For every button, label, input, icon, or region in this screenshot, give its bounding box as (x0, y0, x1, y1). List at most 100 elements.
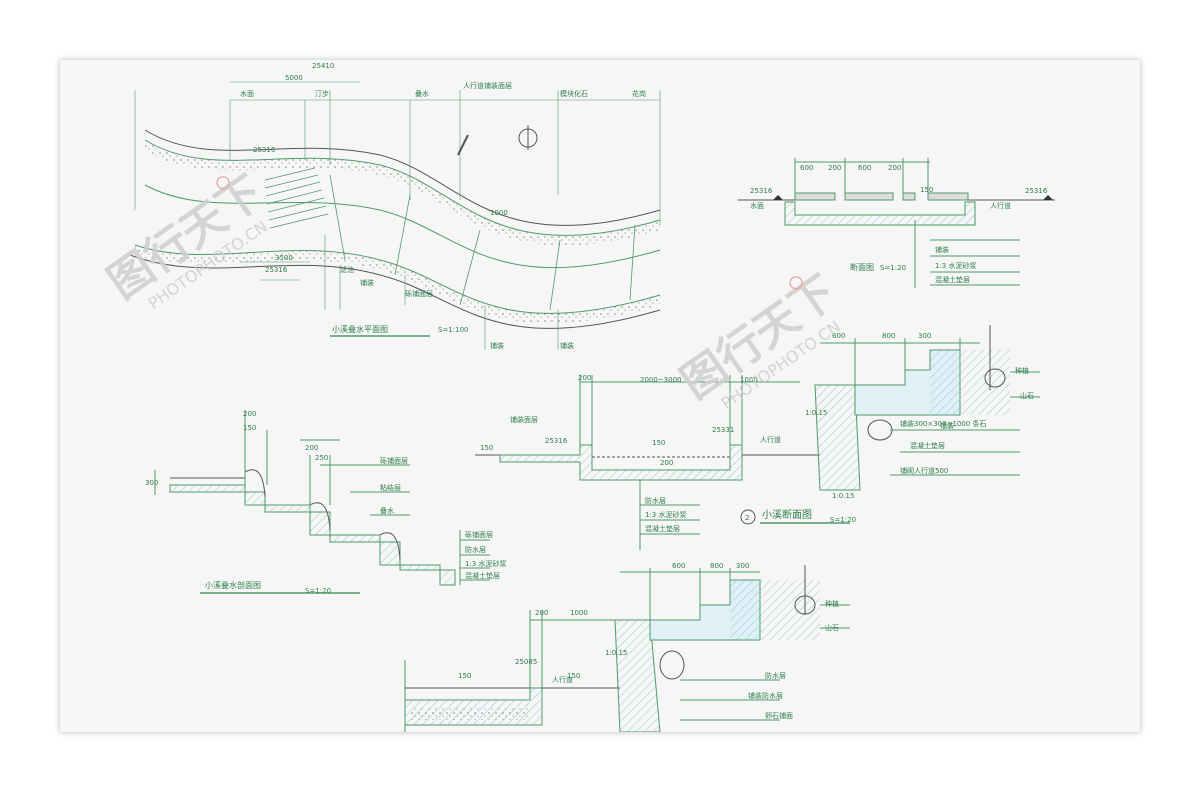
stream-label-9: 铺砌人行道500 (900, 466, 948, 475)
cascade-title: 小溪叠水剖面图 (205, 580, 261, 590)
watermark-seal-right (789, 276, 803, 290)
stream-dim-5: 300 (918, 332, 931, 340)
stream-section (475, 325, 1040, 550)
stream-label-5: 混凝土垫层 (910, 441, 945, 450)
stream2-label-4: 铺装防水层 (748, 691, 783, 700)
stream-elev-0: 25316 (545, 437, 568, 445)
plan-label-4: 模块化石 (560, 89, 588, 98)
section-top-dim-0: 600 (800, 164, 813, 172)
cascade-label-0: 砾铺面层 (380, 456, 408, 465)
section-top-elev-1: 25316 (1025, 187, 1048, 195)
cascade-dim-3: 300 (145, 479, 158, 487)
cascade-label-2: 叠水 (380, 506, 394, 515)
section-top-slab-2 (844, 192, 894, 201)
stream-text: 200 2000~3000 1000 600 800 300 150 150 2… (480, 332, 1034, 533)
cascade-text: 200 150 200 300 250 砾铺面层 粘结层 叠水 砾铺面层 防水层… (145, 410, 507, 595)
stream-basin (499, 444, 743, 481)
section-top-text: 600 200 600 200 150 25316 25316 水面 人行道 铺… (750, 164, 1048, 284)
section-top-dim-1: 200 (828, 164, 841, 172)
plan-label-6: 滤池 (340, 265, 354, 274)
cascade-dim-4: 250 (315, 454, 328, 462)
plan-label-8: 砾铺面层 (405, 289, 433, 298)
gravel-band (145, 140, 660, 246)
north-arrow (457, 125, 538, 156)
plan-label-5: 花岗 (632, 89, 646, 98)
cad-drawing: 25410 5000 25316 3500 25316 1000 水面 汀步 叠… (99, 62, 1055, 733)
plan-dim-1: 5000 (285, 74, 303, 82)
plan-dim-4: 25316 (265, 266, 288, 274)
stream-label-6: 防水层 (645, 496, 666, 505)
stream-label-10: 铺装 (940, 421, 954, 430)
stream-dim-8: 200 (660, 459, 673, 467)
stream-bank-water (930, 350, 1010, 415)
cascade-fall-2 (309, 502, 331, 531)
plan-label-10: 铺装 (560, 341, 574, 350)
plan-scale: S=1:100 (438, 326, 468, 334)
stream2-elev-0: 25085 (515, 658, 537, 666)
stream2-dim-4: 600 (672, 562, 685, 570)
stream-dim-9: 1:0.15 (805, 409, 827, 417)
stream2-label-0: 人行道 (552, 675, 573, 684)
section-top-label-1: 人行道 (990, 201, 1011, 210)
stream-label-1: 人行道 (760, 435, 781, 444)
section-top (738, 158, 1055, 288)
watermark-seal-left (216, 176, 230, 190)
plan-label-0: 水面 (240, 89, 254, 98)
stream-label-2: 种植 (1015, 366, 1029, 375)
stream2-water (730, 580, 820, 640)
stream2-label-1: 种植 (825, 599, 839, 608)
stream-title: 小溪断面图 (762, 508, 812, 521)
stream-edge-outer-2 (129, 254, 661, 329)
stream2-text: 200 1000 150 150 600 800 300 1:0.15 2508… (458, 562, 839, 720)
stream2-section (404, 565, 850, 733)
plan-view (129, 81, 661, 350)
stream-scale: S=1:20 (830, 516, 856, 524)
cascade-dim-2: 200 (305, 444, 318, 452)
plan-label-2: 叠水 (415, 89, 429, 98)
stream-edge-2 (144, 184, 661, 269)
stream-dim-6: 150 (480, 444, 493, 452)
section-top-label-0: 水面 (750, 201, 764, 210)
stream-dim-2: 1000 (740, 376, 758, 384)
cascade-scale: S=1:20 (305, 587, 331, 595)
stream-section-marker (740, 509, 756, 525)
stream2-dim-2: 150 (458, 672, 471, 680)
drawing-sheet: 25410 5000 25316 3500 25316 1000 水面 汀步 叠… (60, 60, 1140, 733)
stream-dim-3: 600 (832, 332, 845, 340)
stream-label-0: 铺装面层 (510, 415, 538, 424)
stream2-dim-6: 300 (736, 562, 749, 570)
section-top-dim-4: 150 (920, 186, 933, 194)
stream-dim-1: 2000~3000 (640, 376, 682, 384)
stream-dim-0: 200 (578, 374, 591, 382)
stream-rock-1 (867, 419, 893, 441)
cascade-fill (169, 484, 456, 586)
cascade-fall-1 (244, 469, 266, 498)
plan-text: 25410 5000 25316 3500 25316 1000 水面 汀步 叠… (240, 62, 646, 350)
section-top-elev-0: 25316 (750, 187, 773, 195)
plan-label-1: 汀步 (315, 90, 329, 98)
watermark-left: 图行天下 PHOTOPHOTO.CN (99, 166, 272, 313)
cascade-section (154, 410, 490, 594)
cascade-label-5: 1:3 水泥砂浆 (465, 559, 507, 568)
stream-edge-outer (144, 129, 661, 226)
section-top-basin (784, 201, 976, 226)
stream2-dim-0: 200 (535, 609, 548, 617)
plan-dim-0: 25410 (312, 62, 334, 70)
stream2-dim-1: 1000 (570, 609, 588, 617)
section-top-dim-2: 600 (858, 164, 871, 172)
cascade-dim-1: 150 (243, 424, 256, 432)
cascade-label-4: 防水层 (465, 545, 486, 554)
cascade-steps (264, 167, 329, 229)
section-top-slab-4 (927, 192, 969, 201)
section-top-scale: S=1:20 (880, 264, 906, 272)
cascade-label-1: 粘结层 (380, 483, 401, 492)
plan-title: 小溪叠水平面图 (332, 324, 388, 334)
plan-dim-2: 25316 (253, 146, 276, 154)
cascade-dim-0: 200 (243, 410, 256, 418)
stream-bank-wall (814, 384, 861, 491)
stream2-label-2: 山石 (825, 623, 839, 632)
plan-label-9: 铺装 (490, 341, 504, 350)
leader-lines (134, 81, 661, 350)
stream-dim-4: 800 (882, 332, 895, 340)
